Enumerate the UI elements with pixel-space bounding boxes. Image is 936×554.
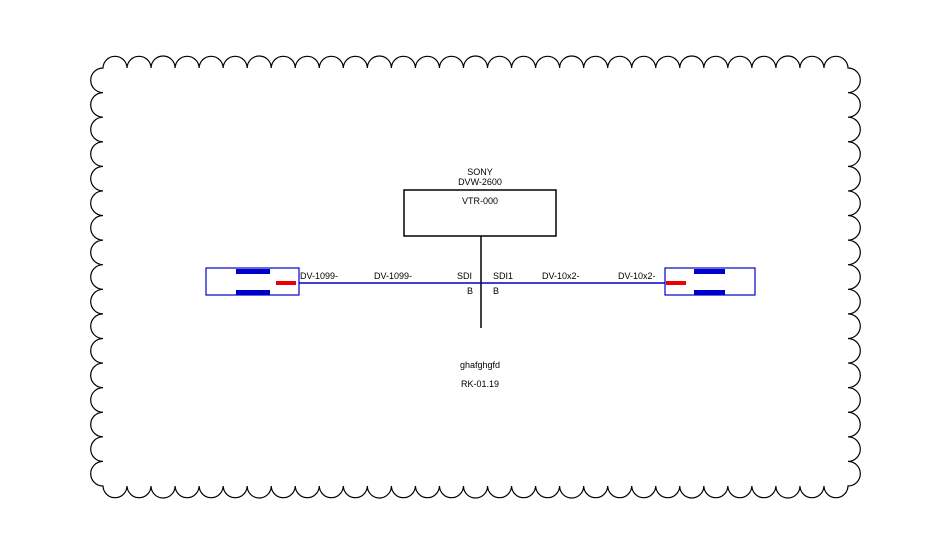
port-label-left: SDI <box>457 271 472 281</box>
location-name: ghafghgfd <box>460 360 500 370</box>
left-connector-bar-top <box>236 269 270 274</box>
left-connector-bar-bottom <box>236 290 270 295</box>
port-sub-left: B <box>467 286 473 296</box>
right-connector[interactable] <box>664 267 756 296</box>
right-connector-bar-top <box>694 269 725 274</box>
left-connector-pin <box>276 281 296 285</box>
cable-label-left-outer: DV-1099- <box>300 271 338 281</box>
right-connector-pin <box>666 281 686 285</box>
port-sub-right: B <box>493 286 499 296</box>
port-label-right: SDI1 <box>493 271 513 281</box>
left-connector[interactable] <box>205 267 300 296</box>
right-connector-bar-bottom <box>694 290 725 295</box>
device-tag: VTR-000 <box>462 196 498 206</box>
cloud-boundary <box>90 55 861 499</box>
cable-label-left-inner: DV-1099- <box>374 271 412 281</box>
location-rack: RK-01.19 <box>461 379 499 389</box>
cable-label-right-outer: DV-10x2- <box>618 271 656 281</box>
cable-label-right-inner: DV-10x2- <box>542 271 580 281</box>
device-box[interactable] <box>403 189 557 237</box>
device-manufacturer: SONY <box>467 167 493 177</box>
device-model: DVW-2600 <box>458 177 502 187</box>
